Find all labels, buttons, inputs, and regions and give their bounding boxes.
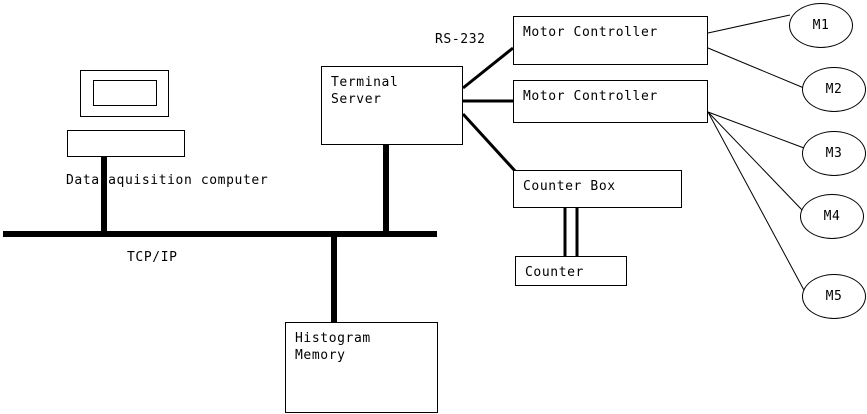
computer-base xyxy=(67,130,185,157)
motor-controller-2-label: Motor Controller xyxy=(523,89,658,104)
connection-ts_to_mc1 xyxy=(462,46,514,90)
monitor-screen xyxy=(93,80,157,106)
motor-controller-1-box[interactable]: Motor Controller xyxy=(513,16,708,65)
terminal-server-box[interactable]: Terminal Server xyxy=(321,66,463,145)
connection-mc2_to_m3 xyxy=(707,111,805,149)
motor-controller-1-label: Motor Controller xyxy=(523,25,658,40)
motor-m4-label: M4 xyxy=(823,209,841,224)
motor-m3-label: M3 xyxy=(825,146,843,161)
rs232-label: RS-232 xyxy=(435,32,486,47)
histogram-memory-box[interactable]: Histogram Memory xyxy=(285,322,438,413)
motor-controller-2-box[interactable]: Motor Controller xyxy=(513,80,708,123)
motor-m1-label: M1 xyxy=(812,18,830,33)
motor-m2[interactable]: M2 xyxy=(802,67,866,112)
counter-box[interactable]: Counter Box xyxy=(513,170,682,208)
motor-m3[interactable]: M3 xyxy=(802,131,866,176)
tcpip-bus-label: TCP/IP xyxy=(127,250,178,265)
histogram-memory-label: Histogram Memory xyxy=(295,331,371,363)
motor-m5-label: M5 xyxy=(825,289,843,304)
connection-mc2_to_m5 xyxy=(707,111,806,293)
terminal-server-label: Terminal Server xyxy=(331,75,399,107)
counter-box-label: Counter Box xyxy=(523,179,616,194)
counter-label: Counter xyxy=(525,265,584,280)
motor-m2-label: M2 xyxy=(825,82,843,97)
connection-mc2_to_m4 xyxy=(707,111,804,212)
motor-m1[interactable]: M1 xyxy=(789,3,853,48)
motor-m5[interactable]: M5 xyxy=(802,274,866,319)
motor-m4[interactable]: M4 xyxy=(800,194,864,239)
connection-mc1_to_m1 xyxy=(707,14,791,34)
data-acquisition-computer-caption: Data aquisition computer xyxy=(66,173,269,188)
connection-ts_to_counterbox xyxy=(461,112,518,174)
counter-box-readout[interactable]: Counter xyxy=(515,256,627,286)
connection-mc1_to_m2 xyxy=(707,47,805,89)
